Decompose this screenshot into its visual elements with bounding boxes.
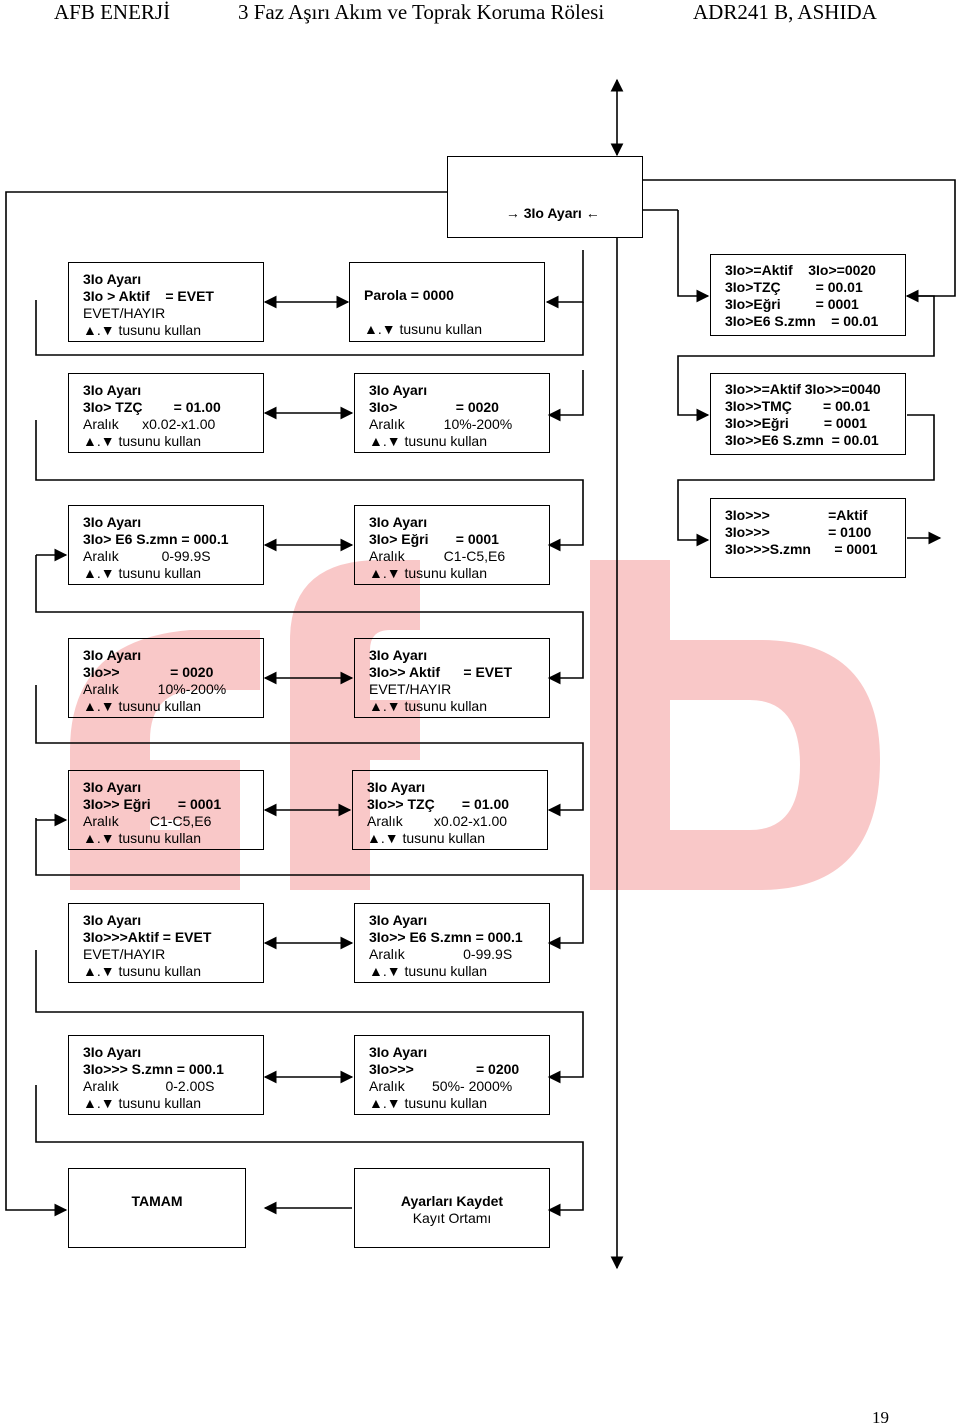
node-3io2-value[interactable]: 3Io Ayarı 3Io>> = 0020 Aralık 10%-200% ▲…	[68, 638, 264, 718]
node-title: 3Io Ayarı	[83, 271, 142, 287]
node-tamam[interactable]: TAMAM	[68, 1168, 246, 1248]
node-line: 3Io>TZÇ = 00.01	[725, 279, 863, 295]
node-hint: ▲.▼ tusunu kullan	[83, 322, 201, 338]
node-title: 3Io Ayarı	[83, 912, 142, 928]
node-3io-summary[interactable]: 3Io>=Aktif 3Io>=0020 3Io>TZÇ = 00.01 3Io…	[710, 254, 906, 336]
node-setting: 3Io> E6 S.zmn = 000.1	[83, 531, 229, 547]
node-label: Ayarları Kaydet	[400, 1193, 504, 1209]
node-setting: 3Io>>>Aktif = EVET	[83, 929, 212, 945]
node-hint: ▲.▼ tusunu kullan	[83, 963, 201, 979]
node-3io-egri[interactable]: 3Io Ayarı 3Io> Eğri = 0001 Aralık C1-C5,…	[354, 505, 550, 585]
node-range: Aralık 10%-200%	[369, 416, 513, 432]
node-setting: 3Io>>> = 0200	[369, 1061, 520, 1077]
node-range: Aralık 0-2.00S	[83, 1078, 215, 1094]
node-range: Aralık 50%- 2000%	[369, 1078, 513, 1094]
root-node-3io-ayari[interactable]: → 3Io Ayarı ←	[447, 156, 643, 238]
node-line: 3Io>>> =Aktif	[725, 507, 868, 523]
node-3io3-szmn[interactable]: 3Io Ayarı 3Io>>> S.zmn = 000.1 Aralık 0-…	[68, 1035, 264, 1115]
node-title: 3Io Ayarı	[369, 647, 428, 663]
node-3io-aktif[interactable]: 3Io Ayarı 3Io > Aktif = EVET EVET/HAYIR …	[68, 262, 264, 342]
node-setting: 3Io> TZÇ = 01.00	[83, 399, 221, 415]
node-setting: 3Io > Aktif = EVET	[83, 288, 214, 304]
node-line: 3Io>E6 S.zmn = 00.01	[725, 313, 879, 329]
node-title: 3Io Ayarı	[369, 1044, 428, 1060]
node-range: EVET/HAYIR	[83, 305, 166, 321]
node-title: 3Io Ayarı	[369, 912, 428, 928]
node-range: Aralık x0.02-x1.00	[83, 416, 216, 432]
node-3io2-aktif[interactable]: 3Io Ayarı 3Io>> Aktif = EVET EVET/HAYIR …	[354, 638, 550, 718]
node-hint: ▲.▼ tusunu kullan	[369, 433, 487, 449]
node-3io-tzc[interactable]: 3Io Ayarı 3Io> TZÇ = 01.00 Aralık x0.02-…	[68, 373, 264, 453]
right-arrow-icon: →	[505, 205, 524, 221]
node-range: Aralık 0-99.9S	[83, 548, 211, 564]
node-line: 3Io>>> = 0100	[725, 524, 872, 540]
node-hint: ▲.▼ tusunu kullan	[83, 565, 201, 581]
node-setting: 3Io>> Eğri = 0001	[83, 796, 222, 812]
node-hint: ▲.▼ tusunu kullan	[83, 698, 201, 714]
node-title: 3Io Ayarı	[83, 382, 142, 398]
node-3io2-e6-szmn[interactable]: 3Io Ayarı 3Io>> E6 S.zmn = 000.1 Aralık …	[354, 903, 550, 983]
node-setting: 3Io>> TZÇ = 01.00	[367, 796, 510, 812]
node-title: 3Io Ayarı	[369, 382, 428, 398]
node-range: EVET/HAYIR	[369, 681, 452, 697]
node-range: EVET/HAYIR	[83, 946, 166, 962]
node-line: 3Io>Eğri = 0001	[725, 296, 859, 312]
page-number: 19	[872, 1408, 889, 1427]
node-title: 3Io Ayarı	[83, 1044, 142, 1060]
header-center: 3 Faz Aşırı Akım ve Toprak Koruma Rölesi	[238, 0, 605, 24]
node-line: 3Io>>E6 S.zmn = 00.01	[725, 432, 879, 448]
node-hint: ▲.▼ tusunu kullan	[83, 830, 201, 846]
node-range: Aralık x0.02-x1.00	[367, 813, 508, 829]
node-3io3-summary[interactable]: 3Io>>> =Aktif 3Io>>> = 0100 3Io>>>S.zmn …	[710, 498, 906, 578]
node-3io3-aktif[interactable]: 3Io Ayarı 3Io>>>Aktif = EVET EVET/HAYIR …	[68, 903, 264, 983]
node-setting: 3Io>> = 0020	[83, 664, 214, 680]
node-range: Aralık C1-C5,E6	[83, 813, 212, 829]
node-hint: ▲.▼ tusunu kullan	[369, 698, 487, 714]
node-title: 3Io Ayarı	[83, 779, 142, 795]
node-3io2-egri[interactable]: 3Io Ayarı 3Io>> Eğri = 0001 Aralık C1-C5…	[68, 770, 264, 850]
node-sublabel: Kayıt Ortamı	[412, 1210, 492, 1226]
node-3io2-tzc[interactable]: 3Io Ayarı 3Io>> TZÇ = 01.00 Aralık x0.02…	[352, 770, 548, 850]
node-line: 3Io>>=Aktif 3Io>>=0040	[725, 381, 881, 397]
node-3io-e6-szmn[interactable]: 3Io Ayarı 3Io> E6 S.zmn = 000.1 Aralık 0…	[68, 505, 264, 585]
node-title: 3Io Ayarı	[369, 514, 428, 530]
node-range: Aralık 10%-200%	[83, 681, 227, 697]
node-line: 3Io>>Eğri = 0001	[725, 415, 868, 431]
node-hint: ▲.▼ tusunu kullan	[369, 565, 487, 581]
node-title: 3Io Ayarı	[83, 514, 142, 530]
node-3io2-summary[interactable]: 3Io>>=Aktif 3Io>>=0040 3Io>>TMÇ = 00.01 …	[710, 373, 906, 455]
node-label: TAMAM	[131, 1193, 183, 1209]
node-hint: ▲.▼ tusunu kullan	[83, 433, 201, 449]
node-range: Aralık 0-99.9S	[369, 946, 513, 962]
node-line: 3Io>>TMÇ = 00.01	[725, 398, 871, 414]
left-arrow-icon: ←	[581, 205, 600, 221]
node-hint: ▲.▼ tusunu kullan	[83, 1095, 201, 1111]
node-setting: 3Io> Eğri = 0001	[369, 531, 499, 547]
node-setting: 3Io> = 0020	[369, 399, 499, 415]
node-hint: ▲.▼ tusunu kullan	[364, 321, 482, 337]
node-line: 3Io>=Aktif 3Io>=0020	[725, 262, 876, 278]
node-3io-value[interactable]: 3Io Ayarı 3Io> = 0020 Aralık 10%-200% ▲.…	[354, 373, 550, 453]
node-parola[interactable]: Parola = 0000 ▲.▼ tusunu kullan	[349, 262, 545, 342]
header-right: ADR241 B, ASHIDA	[693, 0, 877, 24]
node-setting: Parola = 0000	[364, 287, 454, 303]
node-setting: 3Io>> Aktif = EVET	[369, 664, 513, 680]
node-title: 3Io Ayarı	[83, 647, 142, 663]
node-hint: ▲.▼ tusunu kullan	[369, 1095, 487, 1111]
node-hint: ▲.▼ tusunu kullan	[369, 963, 487, 979]
node-3io3-value[interactable]: 3Io Ayarı 3Io>>> = 0200 Aralık 50%- 2000…	[354, 1035, 550, 1115]
node-setting: 3Io>>> S.zmn = 000.1	[83, 1061, 224, 1077]
header-left: AFB ENERJİ	[54, 0, 171, 24]
node-line: 3Io>>>S.zmn = 0001	[725, 541, 878, 557]
node-setting: 3Io>> E6 S.zmn = 000.1	[369, 929, 523, 945]
node-hint: ▲.▼ tusunu kullan	[367, 830, 485, 846]
node-ayarlari-kaydet[interactable]: Ayarları Kaydet Kayıt Ortamı	[354, 1168, 550, 1248]
root-label: → 3Io Ayarı ←	[505, 205, 600, 221]
node-title: 3Io Ayarı	[367, 779, 426, 795]
node-range: Aralık C1-C5,E6	[369, 548, 506, 564]
